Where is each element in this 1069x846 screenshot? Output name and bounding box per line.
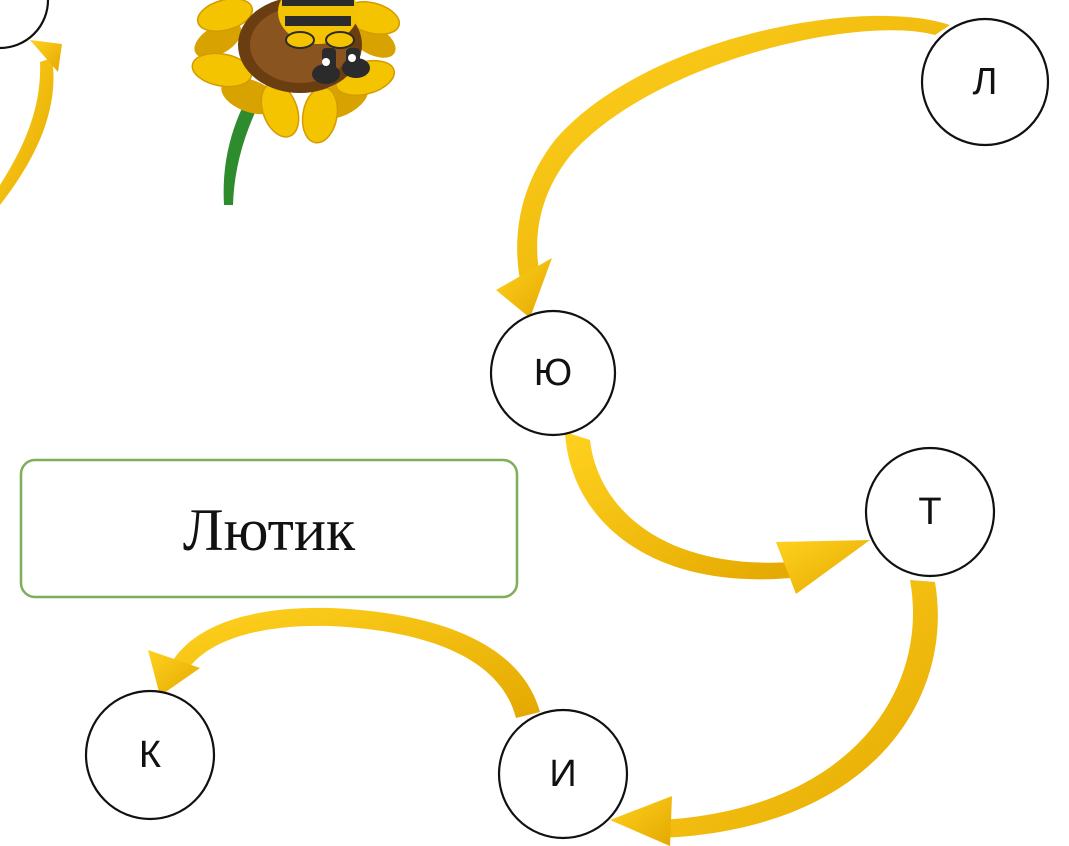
arrow-l-to-yu-head (496, 258, 552, 318)
letter-i: И (549, 753, 576, 795)
letter-l: Л (973, 61, 998, 103)
arrows (0, 15, 950, 846)
node-partial-top-left (0, 0, 50, 50)
arrow-i-to-k-head (148, 650, 200, 696)
arrow-l-to-yu (517, 15, 950, 281)
arrow-yu-to-t (565, 432, 792, 580)
word-box: Лютик (19, 458, 519, 599)
node-letter-yu: Ю (489, 309, 617, 437)
arrow-t-to-i (660, 580, 938, 838)
node-letter-t: Т (864, 446, 996, 578)
bee-icon (278, 0, 370, 84)
arrow-left-edge (0, 58, 54, 205)
word-text: Лютик (183, 497, 356, 563)
sunflower-illustration (191, 0, 401, 205)
letter-yu: Ю (534, 352, 572, 394)
arrow-t-to-i-head (610, 796, 672, 846)
node-letter-l: Л (920, 17, 1050, 147)
node-letter-i: И (497, 708, 629, 840)
letter-t: Т (918, 491, 941, 533)
node-letter-k: К (84, 689, 216, 821)
arrow-yu-to-t-head (776, 540, 870, 594)
letter-k: К (139, 734, 161, 776)
arrow-left-edge-head (30, 40, 62, 72)
arrow-i-to-k (170, 607, 540, 718)
